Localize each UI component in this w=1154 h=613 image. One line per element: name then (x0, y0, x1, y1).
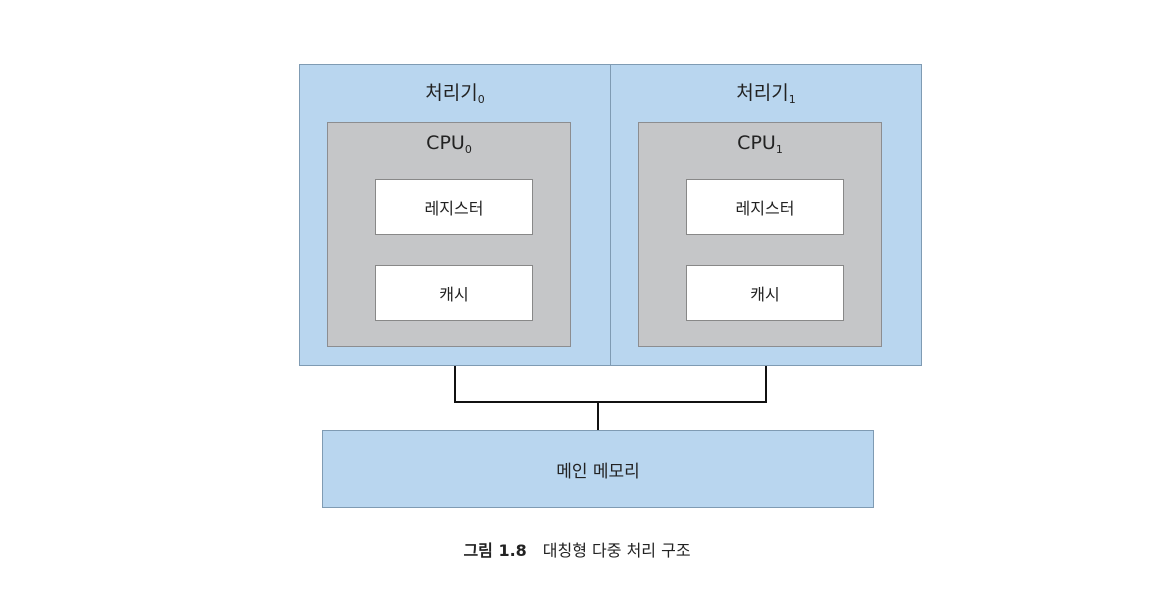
processor-1-title: 처리기1 (736, 82, 796, 106)
register-0: 레지스터 (375, 179, 533, 235)
figure-title: 대칭형 다중 처리 구조 (542, 541, 691, 560)
main-memory: 메인 메모리 (322, 430, 874, 508)
cpu-0-title: CPU0 (426, 132, 472, 156)
processor-1: 처리기1 CPU1 레지스터 캐시 (610, 64, 922, 366)
processor-0-title: 처리기0 (425, 82, 485, 106)
cpu-1-title: CPU1 (737, 132, 783, 156)
cpu-1: CPU1 레지스터 캐시 (638, 122, 882, 347)
cache-0: 캐시 (375, 265, 533, 321)
cache-1: 캐시 (686, 265, 844, 321)
cpu-0: CPU0 레지스터 캐시 (327, 122, 571, 347)
register-1: 레지스터 (686, 179, 844, 235)
figure-number: 그림 1.8 (463, 541, 527, 560)
processor-0: 처리기0 CPU0 레지스터 캐시 (299, 64, 611, 366)
figure-caption: 그림 1.8 대칭형 다중 처리 구조 (0, 537, 1154, 561)
